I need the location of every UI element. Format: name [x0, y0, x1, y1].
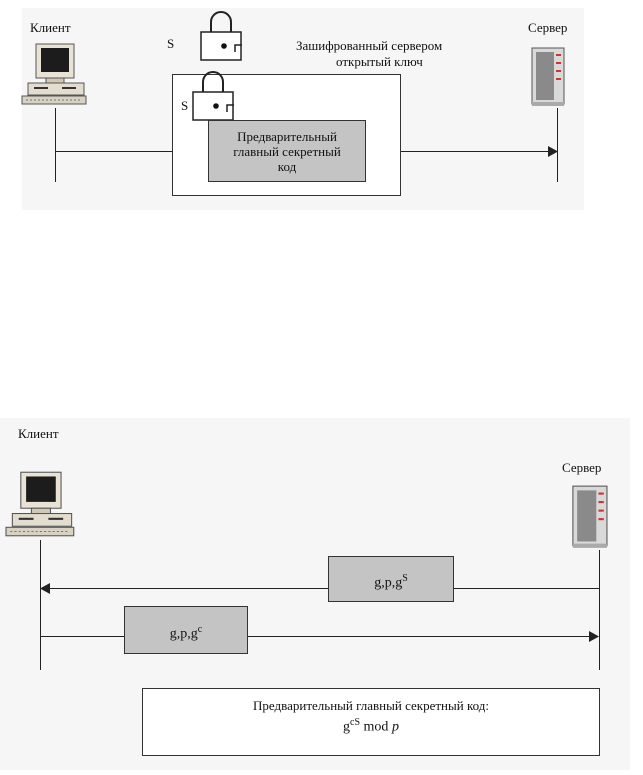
premaster-secret-box: Предварительный главный секретный код: [208, 120, 366, 182]
server-icon: [528, 46, 570, 108]
premaster-line2: главный секретный: [233, 144, 341, 159]
padlock-icon: [198, 11, 248, 62]
premaster-result-formula: gcS mod p: [143, 714, 599, 736]
bottom-client-lifeline: [40, 540, 41, 670]
client-params-exp: c: [197, 624, 203, 635]
premaster-line1: Предварительный: [237, 129, 337, 144]
client-params-base: g,p,g: [169, 626, 198, 642]
encrypted-key-label-line2: открытый ключ: [336, 54, 423, 69]
server-to-client-arrow-line: [50, 588, 599, 589]
top-server-lifeline: [557, 108, 558, 182]
premaster-result-title: Предварительный главный секретный код:: [253, 698, 489, 713]
client-computer-icon: [5, 468, 78, 540]
formula-mod: mod: [360, 719, 392, 735]
formula-g: g: [343, 719, 351, 735]
client-computer-icon: [21, 40, 90, 108]
s-label-inner: S: [181, 98, 189, 113]
bottom-client-label: Клиент: [18, 426, 59, 441]
formula-exp: cS: [350, 717, 361, 728]
client-to-server-arrow-head: [589, 631, 599, 642]
encrypted-key-label-line1: Зашифрованный сервером: [296, 38, 443, 53]
server-params-exp: S: [402, 573, 408, 584]
server-params-base: g,p,g: [374, 575, 403, 591]
premaster-line3: код: [277, 159, 297, 174]
s-label-outer: S: [167, 36, 175, 51]
premaster-result-box: Предварительный главный секретный код: g…: [142, 688, 600, 756]
top-arrow-head: [548, 146, 558, 157]
server-to-client-arrow-head: [40, 583, 50, 594]
client-to-server-arrow-line: [40, 636, 590, 637]
bottom-server-lifeline: [599, 550, 600, 670]
top-client-label: Клиент: [30, 20, 71, 35]
top-server-label: Сервер: [528, 20, 568, 35]
server-params-box: g,p,gS: [328, 556, 454, 602]
top-client-lifeline: [55, 108, 56, 182]
client-params-box: g,p,gc: [124, 606, 248, 654]
formula-p: p: [391, 719, 399, 735]
bottom-server-label: Сервер: [562, 460, 602, 475]
server-icon: [568, 484, 614, 550]
padlock-icon: [190, 71, 240, 122]
